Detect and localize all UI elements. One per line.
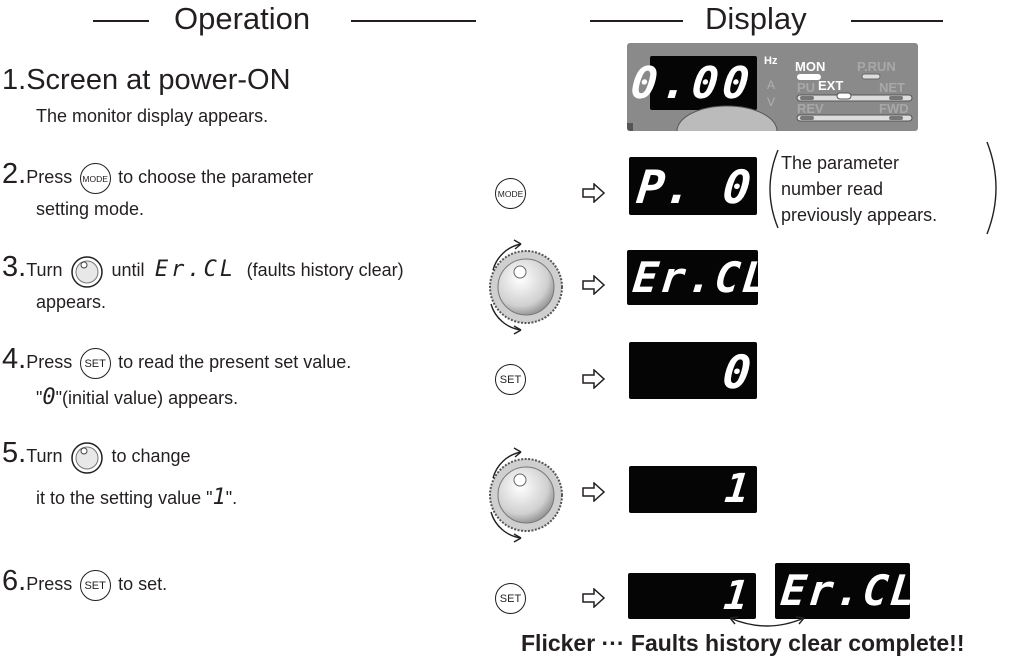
step-4-text: "0"(initial value) appears. bbox=[36, 385, 238, 410]
step-5: 5.Turn to change bbox=[2, 437, 191, 474]
segment-code: 1 bbox=[212, 485, 226, 510]
note-line: previously appears. bbox=[781, 205, 938, 225]
step-2-text: setting mode. bbox=[36, 199, 145, 219]
right-paren bbox=[986, 141, 997, 235]
step-6: 6.Press SET to set. bbox=[2, 565, 168, 602]
display-erclr: Er.CL bbox=[630, 253, 773, 302]
step-3-text: appears. bbox=[36, 292, 107, 312]
arrow-right-icon bbox=[582, 183, 606, 203]
step-4: 4.Press SET to read the present set valu… bbox=[2, 343, 352, 380]
mode-button-icon: MODE bbox=[79, 163, 111, 195]
step-5-text: it to the setting value "1". bbox=[36, 485, 237, 510]
segment-code: Er.CL bbox=[154, 257, 237, 282]
display-step-5: 1 bbox=[629, 466, 757, 513]
set-button-icon: SET bbox=[79, 348, 111, 380]
step-2: 2.Press MODE to choose the parameter bbox=[2, 158, 314, 195]
display-step-4: 0 bbox=[629, 342, 757, 399]
step-text: to change bbox=[111, 446, 191, 466]
unit-a: A bbox=[767, 78, 776, 92]
arrow-right-icon bbox=[582, 369, 606, 389]
display-step-6-code: Er.CL bbox=[775, 563, 920, 619]
step-text: to choose the parameter bbox=[118, 167, 314, 187]
panel-indicators bbox=[627, 73, 913, 131]
step-number: 2. bbox=[2, 158, 27, 190]
operation-header: Operation bbox=[174, 1, 311, 36]
display-p: P. bbox=[634, 160, 696, 214]
step-text: Turn bbox=[26, 260, 63, 280]
step-text: until bbox=[111, 260, 145, 280]
net-label: NET bbox=[879, 80, 905, 95]
flicker-message: Flicker ··· Faults history clear complet… bbox=[521, 630, 965, 656]
step-text: it to the setting value " bbox=[36, 488, 213, 508]
dial-icon bbox=[71, 256, 103, 288]
dial-icon bbox=[71, 442, 103, 474]
flicker-arrow-icon bbox=[729, 616, 805, 627]
header-rule bbox=[93, 20, 149, 22]
header-rule bbox=[351, 20, 476, 22]
unit-hz: Hz bbox=[764, 55, 778, 67]
step-text: Turn bbox=[26, 446, 63, 466]
step-title: Screen at power-ON bbox=[26, 64, 291, 96]
step-number: 6. bbox=[2, 565, 27, 597]
segment-code: 0 bbox=[42, 385, 56, 410]
header-rule bbox=[590, 20, 683, 22]
note-line: The parameter bbox=[781, 153, 900, 173]
step-text: Press bbox=[26, 574, 73, 594]
set-button-icon: SET bbox=[79, 570, 111, 602]
step-text: Press bbox=[26, 167, 73, 187]
ext-label: EXT bbox=[818, 78, 844, 93]
rev-label: REV bbox=[797, 101, 824, 116]
dial-rotate-icon bbox=[489, 239, 563, 335]
prun-label: P.RUN bbox=[857, 59, 896, 74]
unit-v: V bbox=[767, 95, 776, 109]
header-rule bbox=[851, 20, 943, 22]
step-1: 1.Screen at power-ON bbox=[2, 64, 291, 97]
display-value: 0 bbox=[720, 345, 754, 399]
step-text: to set. bbox=[118, 574, 168, 594]
set-button[interactable]: SET bbox=[495, 364, 526, 395]
step-text: "(initial value) appears. bbox=[55, 388, 239, 408]
step-text: Press bbox=[26, 352, 73, 372]
step-text: ". bbox=[225, 488, 238, 508]
step-number: 3. bbox=[2, 251, 27, 283]
parameter-note: The parameter number read previously app… bbox=[781, 150, 937, 228]
step-3: 3.Turn until Er.CL (faults history clear… bbox=[2, 251, 404, 288]
display-step-2: P. 0 bbox=[629, 157, 757, 215]
display-step-3: Er.CL bbox=[627, 250, 772, 305]
display-step-6-value: 1 bbox=[628, 573, 756, 619]
panel-lcd: 0.00 bbox=[628, 56, 757, 110]
mode-button[interactable]: MODE bbox=[495, 178, 526, 209]
display-value: 1 bbox=[722, 466, 752, 512]
step-1-text: The monitor display appears. bbox=[36, 106, 269, 126]
step-number: 4. bbox=[2, 343, 27, 375]
arrow-right-icon bbox=[582, 482, 606, 502]
display-header: Display bbox=[705, 1, 807, 36]
fwd-label: FWD bbox=[879, 101, 909, 116]
operation-panel: 0.00 Hz A V MON P.RUN PU EXT NET REV FWD bbox=[627, 43, 918, 131]
set-button[interactable]: SET bbox=[495, 583, 526, 614]
step-text: to read the present set value. bbox=[118, 352, 352, 372]
step-text: (faults history clear) bbox=[246, 260, 404, 280]
note-line: number read bbox=[781, 179, 884, 199]
display-erclr: Er.CL bbox=[778, 566, 921, 615]
step-number: 1. bbox=[2, 64, 27, 96]
dial-rotate-icon bbox=[489, 447, 563, 543]
arrow-right-icon bbox=[582, 588, 606, 608]
left-paren bbox=[769, 149, 779, 229]
arrow-right-icon bbox=[582, 275, 606, 295]
step-number: 5. bbox=[2, 437, 27, 469]
pu-label: PU bbox=[797, 80, 816, 95]
quote: " bbox=[36, 388, 43, 408]
display-zero: 0 bbox=[720, 160, 754, 214]
mon-label: MON bbox=[795, 59, 826, 74]
